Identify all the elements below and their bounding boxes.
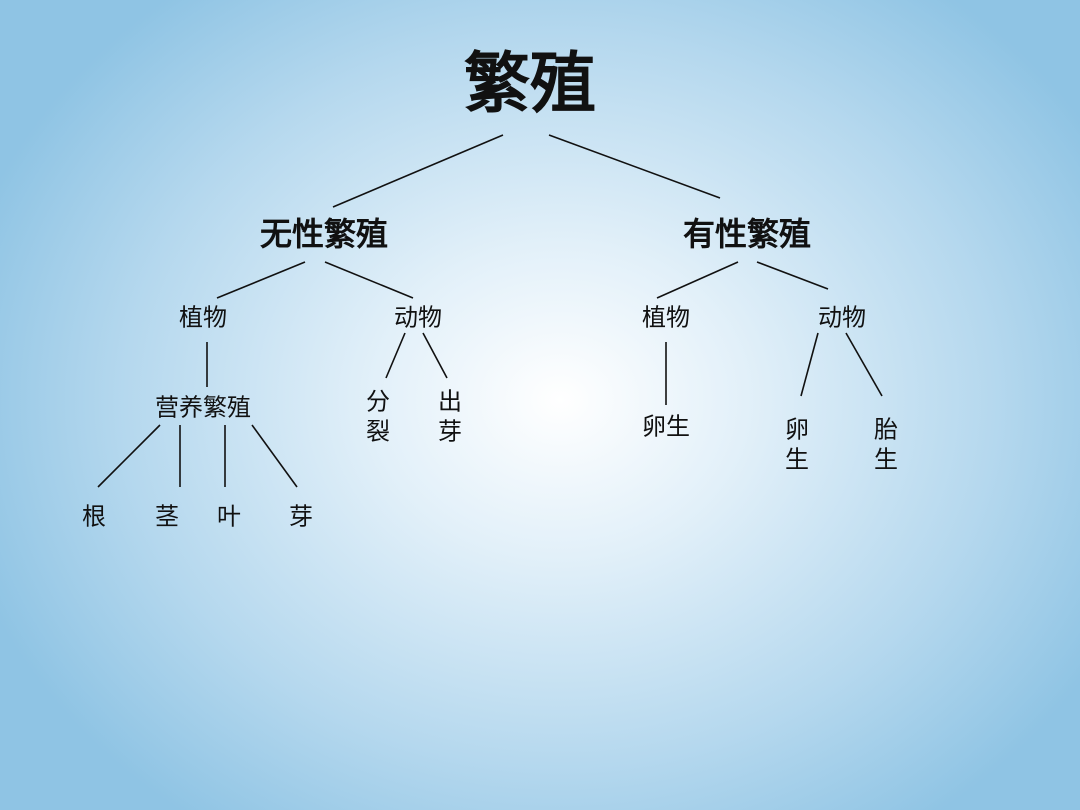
fission-node: 分 xyxy=(366,388,390,416)
edge xyxy=(800,332,819,397)
oviparous-node: 生 xyxy=(785,446,809,474)
edge xyxy=(756,261,829,290)
vegetative-node: 营养繁殖 xyxy=(155,394,251,422)
budding-node: 出 xyxy=(438,388,462,416)
edge xyxy=(332,134,504,208)
bud-leaf-node: 芽 xyxy=(289,503,313,531)
stem-leaf-node: 茎 xyxy=(155,503,179,531)
sexual-plant-node: 植物 xyxy=(642,304,690,332)
fission-node: 裂 xyxy=(366,418,390,446)
root-node: 繁殖 xyxy=(464,45,596,122)
viviparous-node: 胎 xyxy=(874,416,898,444)
asexual-plant-node: 植物 xyxy=(179,304,227,332)
oviparous-node: 卵 xyxy=(785,416,809,444)
edge xyxy=(97,424,161,488)
asexual-node: 无性繁殖 xyxy=(260,215,388,253)
edge xyxy=(216,261,306,299)
sexual-animal-node: 动物 xyxy=(818,304,866,332)
asexual-animal-node: 动物 xyxy=(394,304,442,332)
edge xyxy=(324,261,414,299)
viviparous-node: 生 xyxy=(874,446,898,474)
oviparous-plant-node: 卵生 xyxy=(642,413,690,441)
edge xyxy=(422,332,448,379)
edge xyxy=(845,332,883,397)
edge xyxy=(251,424,298,488)
leaf-leaf-node: 叶 xyxy=(217,503,241,531)
sexual-node: 有性繁殖 xyxy=(683,215,811,253)
edge xyxy=(385,332,406,379)
edge xyxy=(548,134,721,199)
edge xyxy=(656,261,739,299)
root-leaf-node: 根 xyxy=(82,503,106,531)
budding-node: 芽 xyxy=(438,418,462,446)
